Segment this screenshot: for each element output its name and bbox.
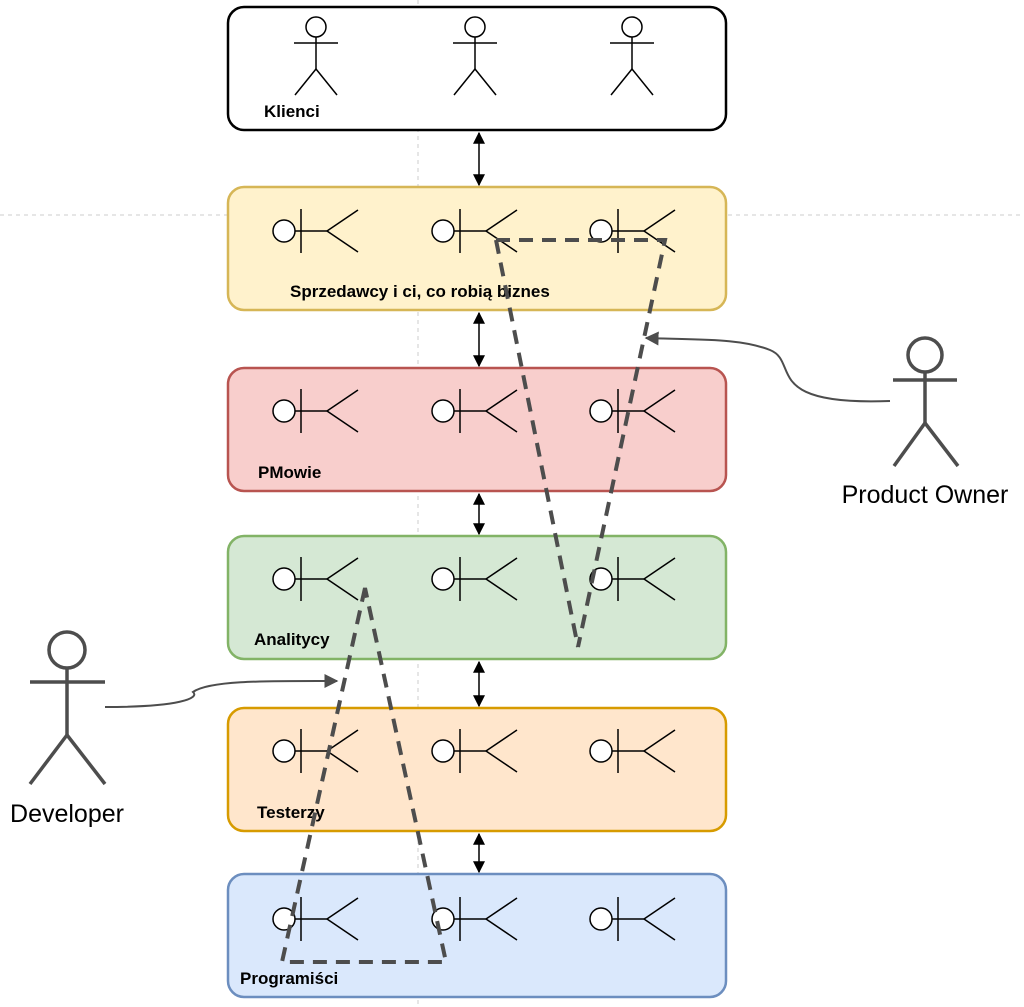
developer-actor[interactable]: Developer [10,630,339,828]
actor-lying-icon [589,897,676,941]
product-owner-scope-path [494,238,668,648]
layer-analitycy-label: Analitycy [254,630,330,649]
product-owner-arrow [644,331,891,403]
layer-sprzedawcy[interactable]: Sprzedawcy i ci, co robią biznes [226,185,728,312]
product-owner-icon [892,336,960,468]
layer-pmowie[interactable]: PMowie [226,366,728,493]
product-owner-label: Product Owner [842,481,1009,509]
actor-lying-icon [431,389,518,433]
layer-sprzedawcy-box [226,185,728,312]
layer-pmowie-box [226,366,728,493]
layer-programisci[interactable]: Programiści [226,872,728,999]
layer-testerzy[interactable]: Testerzy [226,706,728,833]
actor-standing-icon [294,16,338,96]
actor-lying-icon [272,729,359,773]
actor-lying-icon [589,389,676,433]
actor-lying-icon [272,897,359,941]
developer-scope-path [279,587,449,964]
layer-sprzedawcy-label: Sprzedawcy i ci, co robią biznes [290,282,550,301]
product-owner-actor[interactable]: Product Owner [644,331,1009,509]
actor-lying-icon [272,209,359,253]
layer-programisci-label: Programiści [240,969,338,988]
actor-standing-icon [610,16,654,96]
layer-klienci-label: Klienci [264,102,320,121]
actor-standing-icon [453,16,497,96]
actor-lying-icon [272,389,359,433]
layer-testerzy-box [226,706,728,833]
layer-testerzy-label: Testerzy [257,803,325,822]
layer-analitycy[interactable]: Analitycy [226,534,728,661]
layer-klienci[interactable]: Klienci [226,5,728,132]
actor-lying-icon [272,557,359,601]
developer-label: Developer [10,800,124,828]
actor-lying-icon [589,729,676,773]
layer-klienci-box [226,5,728,132]
developer-icon [28,630,107,786]
layer-programisci-box [226,872,728,999]
layer-analitycy-box [226,534,728,661]
lying-actors-group [272,209,676,941]
actor-lying-icon [431,729,518,773]
layer-pmowie-label: PMowie [258,463,321,482]
developer-arrow [104,673,339,708]
actor-lying-icon [431,557,518,601]
